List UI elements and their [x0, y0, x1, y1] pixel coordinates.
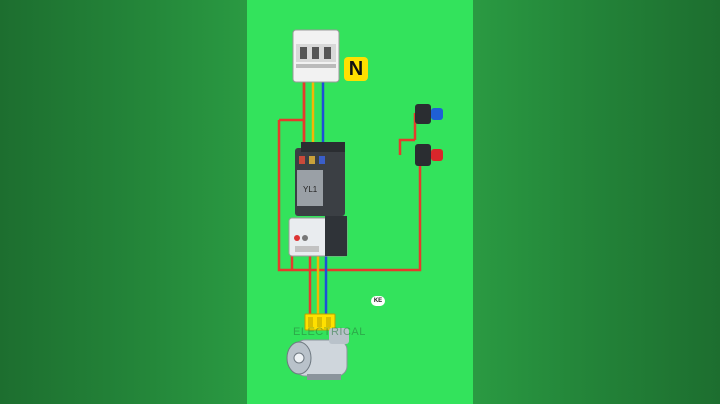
left-blur-panel	[0, 0, 247, 404]
diagram-canvas: YL1	[277, 29, 443, 380]
right-blur-panel	[473, 0, 720, 404]
terminal-block	[304, 313, 336, 331]
watermark: ELECTRICAL	[293, 326, 366, 338]
circuit-breaker	[292, 29, 340, 83]
channel-badge: KE	[371, 296, 385, 306]
neutral-label: N	[344, 57, 368, 81]
stop-push-button	[415, 144, 443, 166]
wiring-diagram: YL1	[247, 0, 473, 404]
contactor: YL1	[295, 142, 345, 216]
svg-text:YL1: YL1	[303, 185, 318, 194]
motor-wires	[308, 255, 328, 318]
motor	[286, 328, 349, 380]
start-push-button	[415, 104, 443, 124]
overload-relay	[288, 216, 348, 257]
